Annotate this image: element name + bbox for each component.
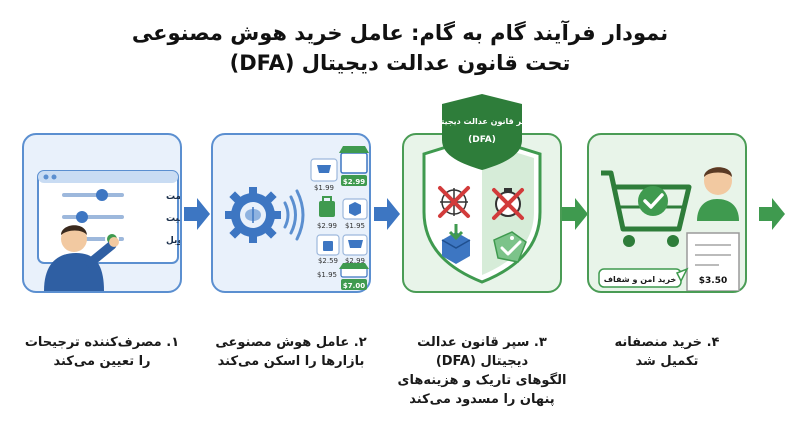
step-2-caption: ۲. عامل هوش مصنوعی بازارها را اسکن می‌کن… — [196, 333, 386, 371]
diagram-title: نمودار فرآیند گام به گام: عامل خرید هوش … — [0, 18, 800, 78]
store-icon — [339, 146, 369, 174]
cross-icon — [492, 188, 524, 220]
step-1-caption: ۱. مصرف‌کننده ترجیحات را تعیین می‌کند — [7, 333, 197, 371]
caption-line: الگوهای تاریک و هزینه‌های — [397, 373, 567, 388]
step-4-panel: $3.50 خرید امن و شفاف — [587, 133, 747, 293]
step-3-caption: ۳. سپر قانون عدالت دیجیتال (DFA) الگوهای… — [387, 333, 577, 409]
bubble-text: خرید امن و شفاف — [604, 275, 677, 284]
caption-line: ۴. خرید منصفانه — [614, 335, 720, 350]
slider-label-price: قیمت — [166, 192, 180, 202]
caption-line: تکمیل شد — [635, 354, 699, 369]
price-label: $1.99 — [314, 184, 334, 192]
step-arrow-3 — [562, 198, 588, 230]
speech-bubble-icon — [598, 267, 689, 288]
shield-badge — [442, 94, 522, 170]
preferences-illustration: قیمت کیفیت زمان تحویل — [37, 170, 218, 291]
price-label: $7.00 — [343, 282, 365, 290]
caption-line: ۲. عامل هوش مصنوعی — [215, 335, 367, 350]
title-line-1: نمودار فرآیند گام به گام: عامل خرید هوش … — [131, 21, 669, 45]
price-tag-icon — [493, 231, 527, 263]
shopper-icon — [697, 167, 739, 221]
slider-label-delivery: زمان تحویل — [166, 236, 180, 246]
ai-brain-gear-icon — [225, 187, 281, 243]
caption-line: دیجیتال (DFA) — [435, 354, 529, 369]
price-label: $2.99 — [345, 257, 365, 265]
shopping-cart-icon — [310, 158, 338, 182]
price-label: $2.59 — [318, 257, 338, 265]
price-label: $2.99 — [317, 222, 337, 230]
caption-line: ۱. مصرف‌کننده ترجیحات — [24, 335, 180, 350]
step-arrow-2 — [374, 198, 400, 230]
shopping-bag-icon — [319, 196, 335, 217]
shopping-cart-icon — [342, 234, 368, 256]
shopping-bag-icon — [316, 234, 340, 256]
step-arrow-4 — [759, 198, 785, 230]
check-icon — [500, 240, 522, 256]
price-label: $1.95 — [317, 271, 337, 279]
price-label: $1.95 — [345, 222, 365, 230]
step-arrow-1 — [184, 198, 210, 230]
person-pointing-icon — [44, 225, 119, 291]
slider-label-quality: کیفیت — [166, 214, 180, 224]
caption-line: پنهان را مسدود می‌کند — [409, 392, 555, 407]
step-2-panel: $2.99 $1.99 $1.95 $2.99 $2.59 $2.99 $7.0… — [211, 133, 371, 293]
store-icon — [339, 263, 369, 278]
step-4-caption: ۴. خرید منصفانه تکمیل شد — [572, 333, 762, 371]
hidden-fee-box-icon — [441, 224, 471, 264]
cross-icon — [438, 186, 470, 218]
scan-illustration: $2.99 $1.99 $1.95 $2.99 $2.59 $2.99 $7.0… — [225, 146, 369, 290]
radio-wave-icon — [283, 189, 305, 241]
purchase-illustration: $3.50 خرید امن و شفاف — [598, 167, 740, 292]
dfa-shield-illustration: سپر قانون عدالت دیجیتال (DFA) — [422, 94, 542, 284]
caption-line: را تعیین می‌کند — [53, 354, 151, 369]
caption-line: ۳. سپر قانون عدالت — [417, 335, 547, 350]
title-line-2: تحت قانون عدالت دیجیتال (DFA) — [229, 51, 571, 75]
shopping-cart-check-icon — [601, 170, 692, 247]
shield-acronym: (DFA) — [468, 135, 496, 145]
receipt-amount: $3.50 — [699, 276, 727, 286]
shield-title: سپر قانون عدالت دیجیتال — [431, 117, 532, 126]
price-label: $2.99 — [343, 178, 365, 186]
caption-line: بازارها را اسکن می‌کند — [217, 354, 365, 369]
step-1-panel: قیمت کیفیت زمان تحویل — [22, 133, 218, 293]
